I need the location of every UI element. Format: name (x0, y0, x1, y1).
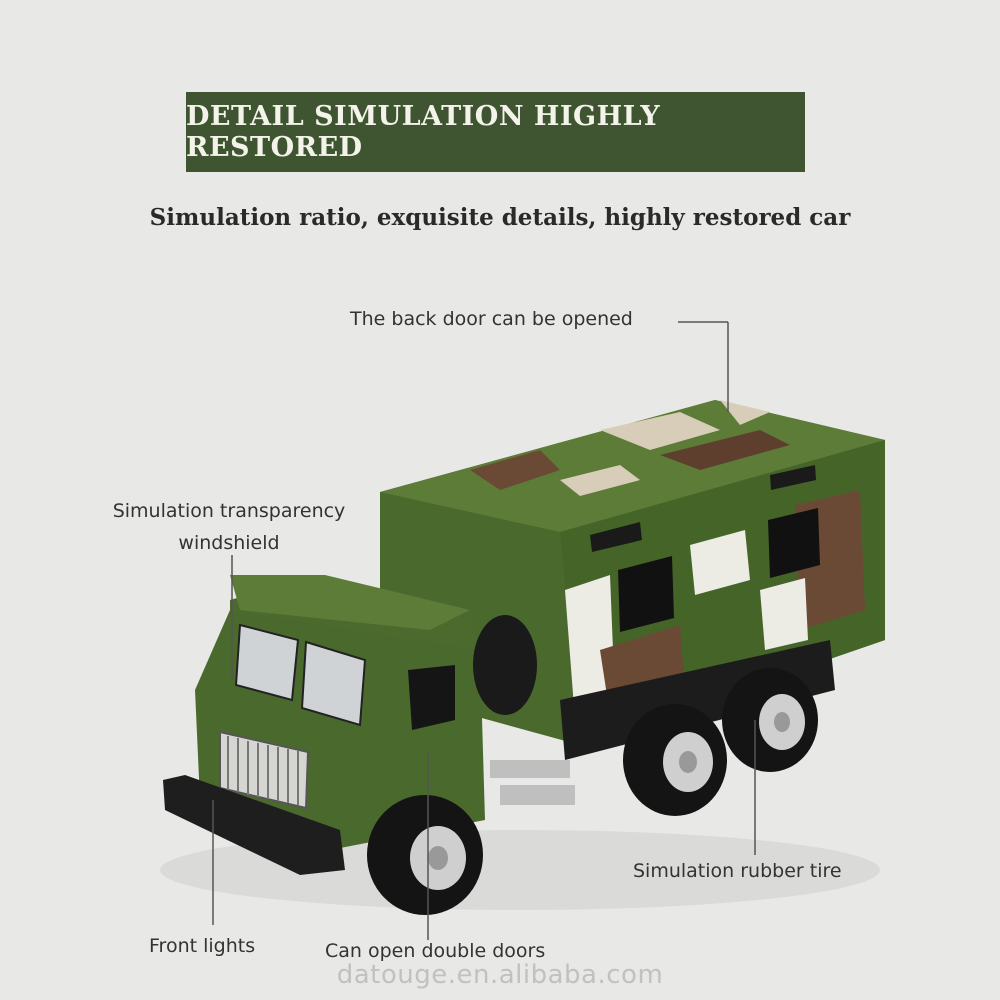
callout-back-door: The back door can be opened (350, 308, 633, 330)
watermark: datouge.en.alibaba.com (336, 960, 664, 990)
callout-windshield: Simulation transparency windshield (98, 495, 360, 559)
subtitle: Simulation ratio, exquisite details, hig… (149, 204, 851, 231)
callout-tire: Simulation rubber tire (633, 860, 842, 882)
callout-doors: Can open double doors (325, 940, 546, 962)
callout-windshield-line1: Simulation transparency (112, 500, 346, 522)
callout-front-lights: Front lights (149, 935, 256, 957)
callout-windshield-line2: windshield (178, 532, 280, 554)
banner-title: DETAIL SIMULATION HIGHLY RESTORED (186, 101, 661, 163)
title-banner: DETAIL SIMULATION HIGHLY RESTORED (186, 92, 805, 172)
